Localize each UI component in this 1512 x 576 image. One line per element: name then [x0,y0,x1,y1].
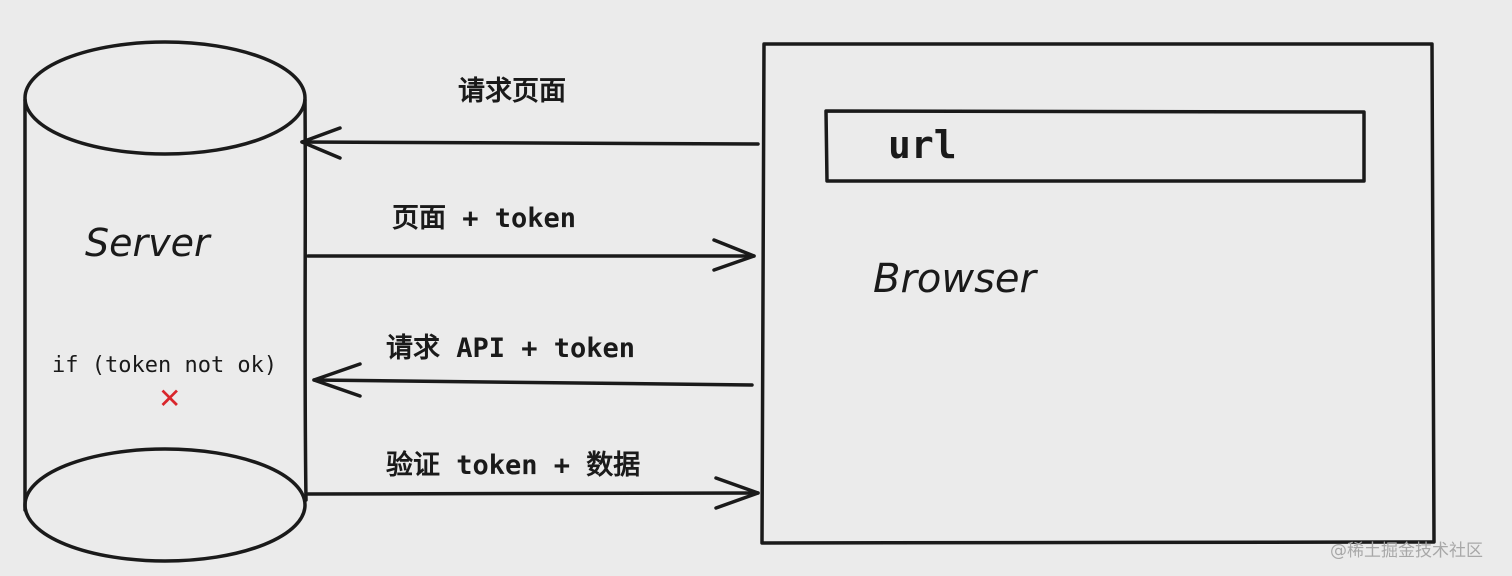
server-cylinder-top [23,40,307,156]
arrow-request-api [312,362,754,398]
browser-frame [760,42,1436,545]
arrow-head-left-icon [312,362,362,398]
watermark: @稀土掘金技术社区 [1330,541,1483,561]
arrow-head-right-icon [714,476,760,510]
server-condition: if (token not ok) [52,353,277,378]
arrow-head-left-icon [300,126,342,160]
arrow-request-page [300,126,760,160]
fail-cross-icon: ✕ [158,382,181,415]
arrow-verify-data [306,476,760,510]
url-bar-text: url [888,123,957,167]
url-bar [824,109,1366,183]
server-cylinder [22,40,308,563]
browser-window [760,42,1436,545]
message-label-request-page: 请求页面 [458,76,566,107]
server-label: Server [85,221,212,265]
message-label-verify-data: 验证 token + 数据 [386,449,640,481]
message-label-request-api: 请求 API + token [386,333,635,364]
browser-label: Browser [873,256,1039,302]
arrow-head-right-icon [712,238,756,272]
server-cylinder-bottom [23,447,307,563]
message-label-page-token: 页面 + token [392,203,576,234]
server-cylinder-right-wall [303,98,308,502]
server-cylinder-left-wall [22,98,28,512]
arrow-page-token [306,238,756,272]
